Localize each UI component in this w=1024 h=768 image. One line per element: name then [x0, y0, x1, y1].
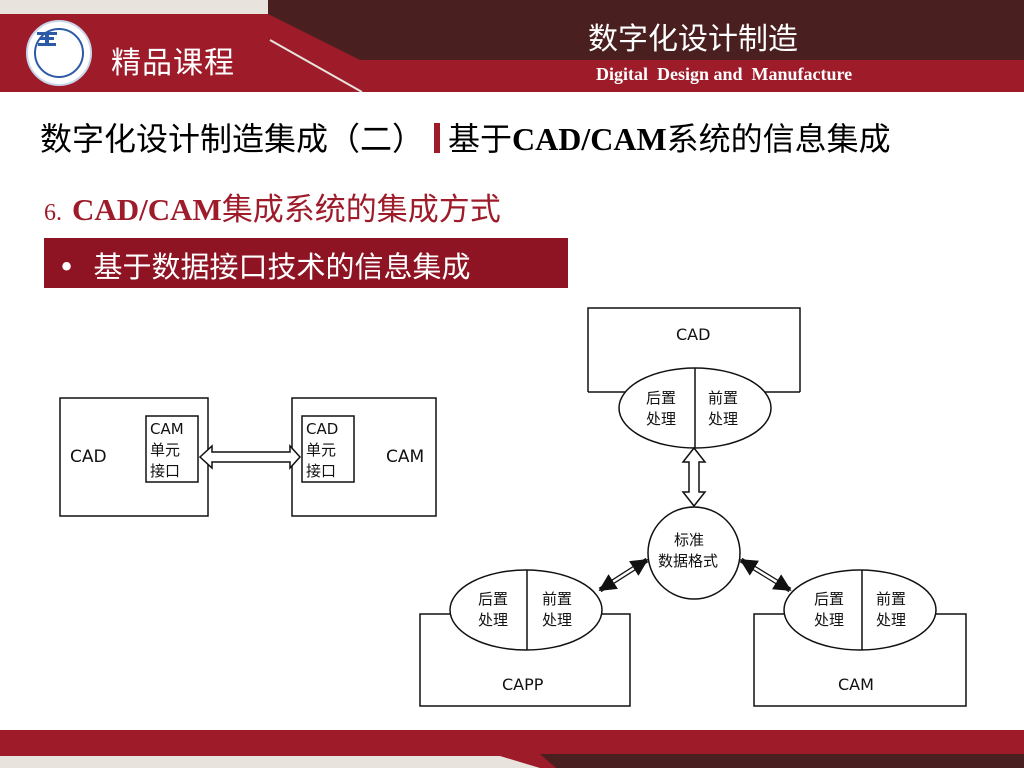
center-line1: 标准: [674, 531, 704, 549]
top-pre-line2: 处理: [708, 410, 738, 428]
cam-bottom-label: CAM: [838, 675, 874, 694]
cam-label: CAM: [386, 447, 424, 467]
title-prefix: 数字化设计制造集成（二）: [40, 120, 425, 158]
bullet-text: 基于数据接口技术的信息集成: [93, 250, 471, 284]
top-pre-line1: 前置: [708, 389, 738, 407]
cam-interface-box: [145, 415, 199, 483]
left-diag-arrow: [598, 558, 649, 592]
cam-iface-line3: 接口: [150, 462, 180, 480]
course-title: 数字化设计制造: [588, 22, 798, 57]
capp-system-box: [419, 613, 631, 707]
cam-post-line1: 后置: [814, 590, 844, 608]
cad-iface-line2: 单元: [306, 441, 336, 459]
cad-iface-line1: CAD: [306, 420, 338, 438]
cam-iface-line1: CAM: [150, 420, 184, 438]
capp-pre-line2: 处理: [542, 611, 572, 629]
center-line2: 数据格式: [658, 552, 718, 570]
university-logo: [26, 20, 92, 86]
bullet-highlight: • 基于数据接口技术的信息集成: [44, 238, 568, 288]
title-separator: [434, 123, 441, 153]
integration-diagrams: CAD CAM CAM 单元 接口 CAD 单元 接口 CAD 后置 处理 前置…: [59, 307, 967, 707]
header-background: [0, 0, 1024, 92]
capp-pre-line1: 前置: [542, 590, 572, 608]
cam-pre-line1: 前置: [876, 590, 906, 608]
title-suffix-latin: CAD/CAM: [512, 121, 667, 157]
section-heading: 6. CAD/CAM集成系统的集成方式: [44, 184, 501, 229]
cam-processor-ellipse: [783, 569, 937, 651]
cam-bottom-system-box: [753, 613, 967, 707]
capp-post-line2: 处理: [478, 611, 508, 629]
left-double-arrow: [198, 444, 302, 470]
left-interface-diagram: CAD CAM CAM 单元 接口 CAD 单元 接口: [59, 397, 437, 517]
logo-emblem-icon: [37, 32, 57, 46]
title-suffix-pre: 基于: [448, 120, 513, 158]
quality-course-badge: 精品课程: [111, 46, 235, 81]
footer-band: [0, 730, 1024, 768]
top-post-line2: 处理: [646, 410, 676, 428]
section-number: 6.: [44, 200, 62, 226]
top-post-line1: 后置: [646, 389, 676, 407]
slide-title: 数字化设计制造集成（二） 基于CAD/CAM系统的信息集成: [40, 114, 891, 160]
cad-interface-box: [301, 415, 355, 483]
cam-iface-line2: 单元: [150, 441, 180, 459]
top-cad-box: [587, 307, 801, 392]
cad-label: CAD: [70, 447, 107, 467]
right-neutral-format-diagram: CAD 后置 处理 前置 处理 标准 数据格式 CAPP 后置 处理 前置 处理…: [419, 307, 967, 707]
logo-ring: [34, 28, 84, 78]
section-heading-text: 集成系统的集成方式: [221, 192, 501, 228]
right-diag-arrow: [739, 558, 792, 592]
top-cad-label: CAD: [676, 325, 710, 344]
capp-post-line1: 后置: [478, 590, 508, 608]
bullet-item: • 基于数据接口技术的信息集成: [58, 244, 471, 286]
course-subtitle: Digital Design and Manufacture: [596, 64, 853, 84]
cad-iface-line3: 接口: [306, 462, 336, 480]
standard-format-circle: [647, 506, 741, 600]
header-banner: 精品课程 数字化设计制造 Digital Design and Manufact…: [0, 0, 1024, 92]
capp-label: CAPP: [502, 675, 544, 694]
capp-processor-ellipse: [449, 569, 603, 651]
title-suffix-post: 系统的信息集成: [666, 120, 891, 158]
cam-post-line2: 处理: [814, 611, 844, 629]
section-heading-latin: CAD/CAM: [72, 192, 222, 227]
vertical-double-arrow: [681, 446, 707, 508]
cam-pre-line2: 处理: [876, 611, 906, 629]
bullet-mark: •: [58, 250, 76, 284]
